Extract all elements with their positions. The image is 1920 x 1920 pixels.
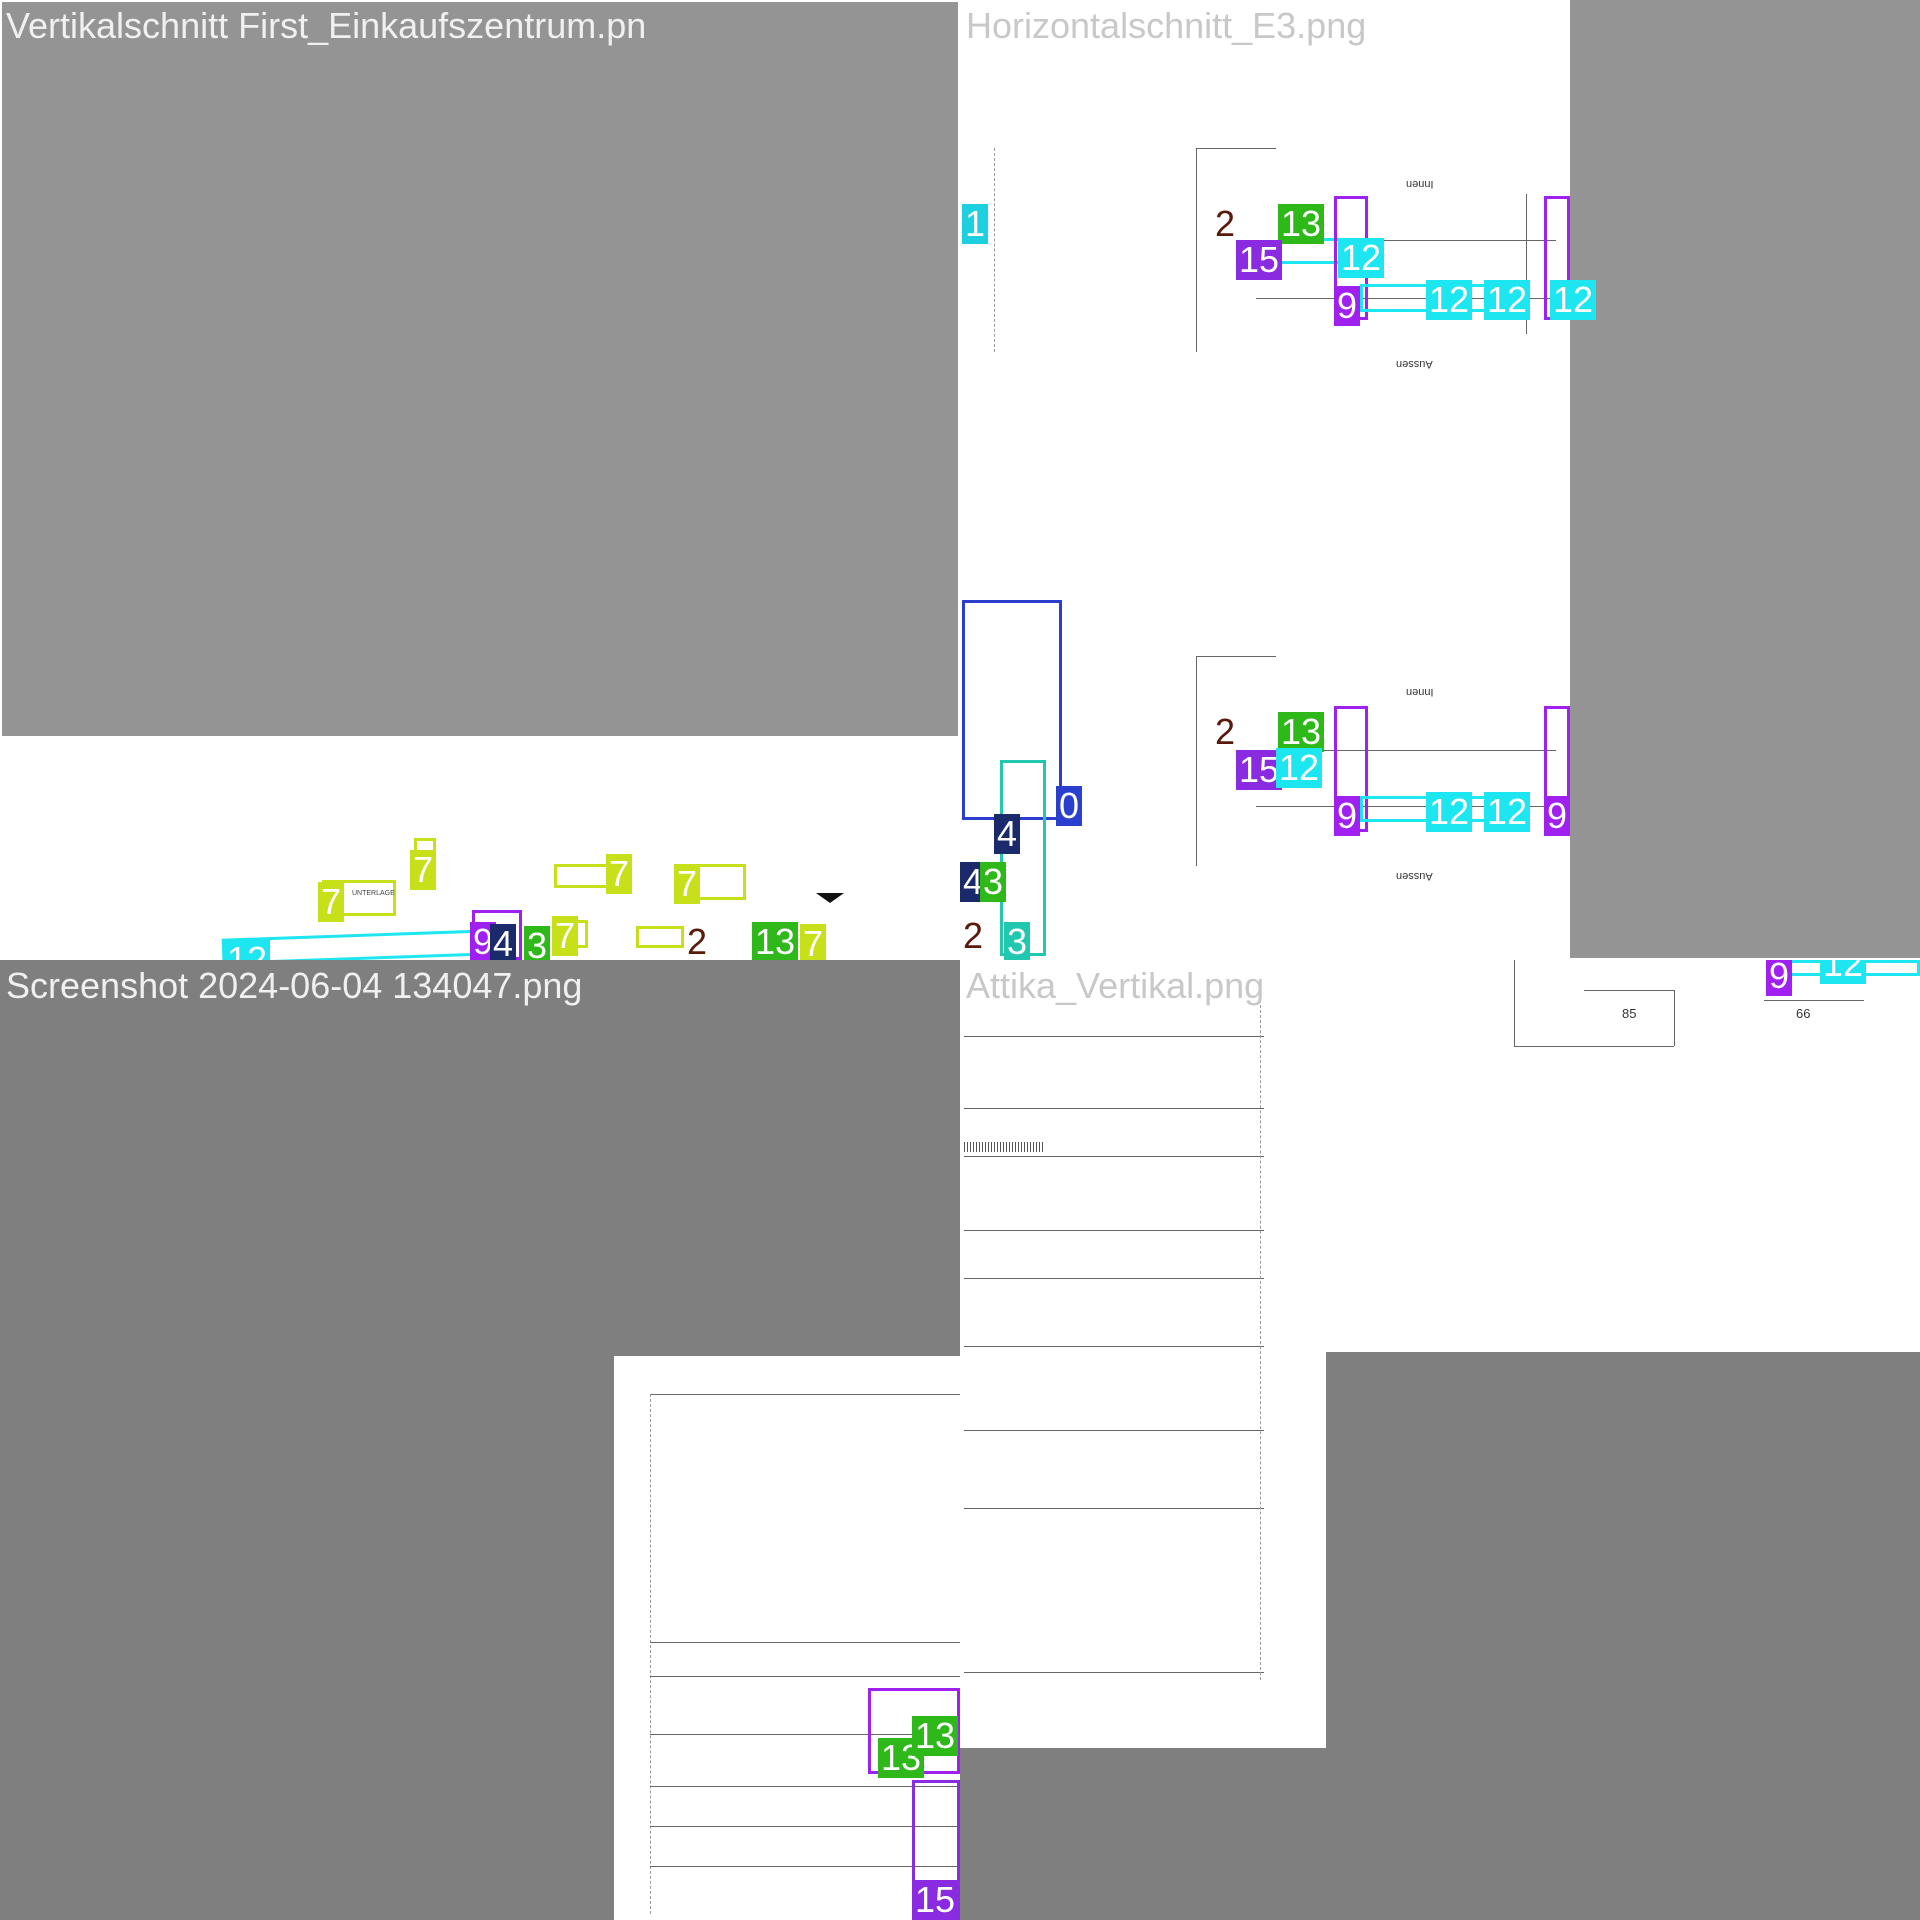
gray-background — [2, 2, 958, 736]
detection-box-7 — [636, 926, 684, 948]
label-aussen: Aussen — [1396, 870, 1433, 882]
drawing-sheet — [614, 1356, 960, 1920]
detection-label-2: 2 — [1215, 711, 1236, 752]
detection-label-9: 9 — [1544, 796, 1571, 836]
label-innen: Innen — [1406, 686, 1434, 698]
detection-label-12: 12 — [1338, 238, 1385, 278]
detection-label-3: 3 — [1004, 922, 1031, 960]
panel-title: Vertikalschnitt First_Einkaufszentrum.pn — [6, 5, 647, 46]
detection-label-12: 12 — [1426, 792, 1473, 832]
hatch-strip — [964, 1142, 1044, 1152]
detection-label-7: 7 — [552, 916, 579, 956]
panel-top-right: Horizontalschnitt_E3.png Innen Aussen 2 … — [960, 0, 1920, 960]
note-text: UNTERLAGE — [352, 890, 395, 897]
detection-label-15: 15 — [912, 1880, 959, 1920]
detection-label-7: 7 — [674, 864, 701, 904]
detection-label-2: 2 — [1215, 203, 1236, 244]
detection-label-4: 4 — [994, 814, 1021, 854]
detection-label-15: 15 — [1236, 750, 1283, 790]
panel-title: Horizontalschnitt_E3.png — [966, 5, 1367, 46]
detail-drawing: 85 66 — [1514, 960, 1920, 1050]
panel-top-left: Vertikalschnitt First_Einkaufszentrum.pn… — [0, 0, 960, 960]
detection-label-2: 2 — [687, 921, 708, 961]
detection-label-3: 3 — [524, 926, 551, 960]
detection-label-12: 12 — [1484, 280, 1531, 320]
detection-label-4: 4 — [490, 924, 517, 960]
detection-label-3: 3 — [980, 862, 1007, 902]
panel-title: Screenshot 2024-06-04 134047.png — [6, 965, 583, 1006]
detection-label-7: 7 — [318, 882, 345, 922]
detection-label-13: 13 — [912, 1716, 959, 1756]
detection-label-13: 13 — [1278, 204, 1325, 244]
detection-label-0: 0 — [1056, 786, 1083, 826]
detection-label-12: 12 — [1484, 792, 1531, 832]
detection-label-12: 12 — [224, 940, 271, 960]
detection-label-2: 2 — [963, 915, 984, 956]
detection-label-12: 12 — [1820, 960, 1867, 984]
detection-label-9: 9 — [1334, 286, 1361, 326]
detection-label-12: 12 — [1550, 280, 1597, 320]
detection-label-1: 1 — [962, 204, 989, 244]
panel-bottom-left: Screenshot 2024-06-04 134047.png 13 13 1… — [0, 960, 960, 1920]
detection-label-13: 13 — [752, 922, 799, 960]
detection-label-12: 12 — [1426, 280, 1473, 320]
detection-label-15: 15 — [1236, 240, 1283, 280]
detection-label-9: 9 — [1766, 960, 1793, 996]
dimension-85: 85 — [1622, 1006, 1637, 1021]
detection-label-7: 7 — [606, 854, 633, 894]
detection-label-9: 9 — [1334, 796, 1361, 836]
detection-label-7: 7 — [800, 924, 827, 960]
panel-bottom-right: Attika_Vertikal.png 85 66 9 12 — [960, 960, 1920, 1920]
level-marker-icon — [816, 893, 844, 903]
detection-label-7: 7 — [410, 850, 437, 890]
detection-label-12: 12 — [1276, 748, 1323, 788]
dimension-66: 66 — [1796, 1006, 1811, 1021]
drawing-sheet — [960, 960, 1326, 1748]
section-drawing-lower: Innen Aussen — [1196, 656, 1568, 882]
section-drawing-upper: Innen Aussen — [1196, 148, 1568, 370]
label-aussen: Aussen — [1396, 358, 1433, 370]
gray-background — [1570, 0, 1920, 958]
label-innen: Innen — [1406, 178, 1434, 190]
panel-title: Attika_Vertikal.png — [966, 965, 1265, 1006]
drawing-sheet — [1326, 960, 1920, 1352]
detection-label-13: 13 — [1278, 712, 1325, 752]
